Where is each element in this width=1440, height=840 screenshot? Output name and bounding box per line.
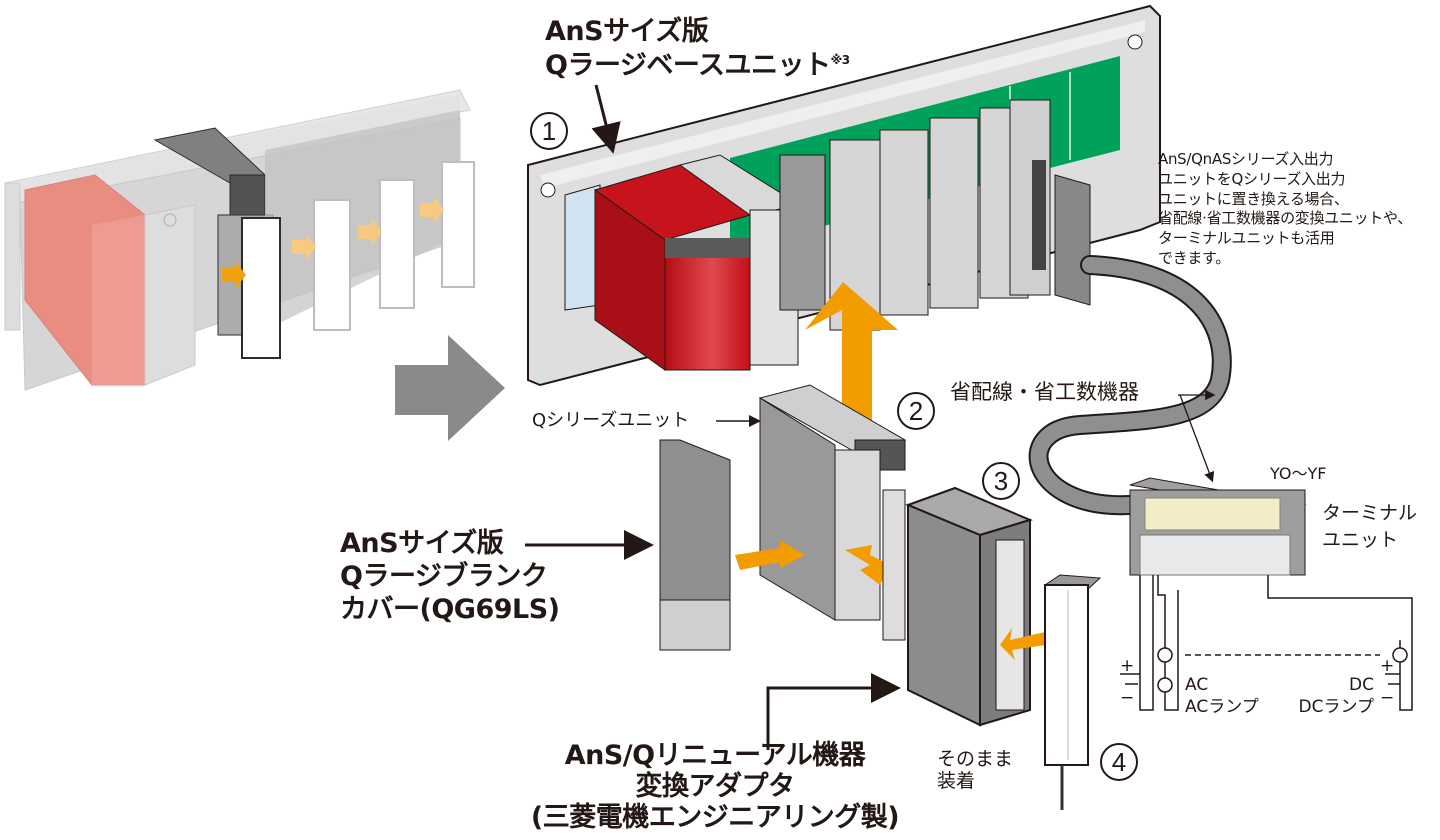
blank-cover-line2: Qラージブランク	[340, 560, 548, 592]
base-unit-label-line1: AnSサイズ版	[545, 16, 709, 47]
q-series-io-unit	[758, 384, 907, 621]
terminal-unit	[1129, 477, 1307, 576]
terminal-line1: ターミナル	[1322, 502, 1418, 524]
note-line: ターミナルユニットも活用	[1158, 229, 1335, 248]
insert-arrow-icon	[1000, 628, 1045, 660]
conversion-adapter	[905, 486, 1033, 727]
note-line: ユニットに置き換える場合、	[1158, 189, 1349, 208]
as-is-line2: 装着	[937, 770, 976, 793]
q-cpu-module	[593, 164, 752, 371]
blank-cover-line3: カバー(QG69LS)	[340, 593, 560, 625]
legacy-terminal-block	[241, 161, 475, 359]
blank-cover-line1: AnSサイズ版	[340, 528, 504, 559]
step-number-4: 4	[1100, 743, 1138, 781]
dc-lamp-text: DCランプ	[1298, 697, 1374, 718]
note-line: AnS/QnASシリーズ入出力	[1158, 150, 1334, 168]
terminal-range-label: YO〜YF	[1270, 464, 1327, 483]
note-line: 省配線·省工数機器の変換ユニットや、	[1158, 209, 1412, 228]
base-unit-label-text: Qラージベースユニット	[545, 50, 831, 81]
reused-terminal-block	[1043, 574, 1102, 810]
terminal-unit-label: ターミナルユニット	[1322, 500, 1417, 553]
transition-arrow-icon	[395, 335, 505, 441]
legacy-ans-plc	[4, 89, 475, 391]
plus-sign: +	[1380, 656, 1395, 676]
q-io-modules	[779, 99, 1051, 331]
minus-sign: −	[1120, 688, 1135, 708]
wiring-schematic	[1120, 575, 1413, 711]
ac-text: AC	[1185, 675, 1209, 695]
cable-connector	[1054, 174, 1091, 306]
step-number-2: 2	[897, 392, 935, 430]
as-is-label: そのまま装着	[937, 748, 1013, 793]
insert-arrow-icon	[735, 540, 805, 570]
plus-sign: +	[1120, 656, 1135, 676]
ac-lamp-text: ACランプ	[1185, 697, 1259, 718]
q-series-unit-label: Qシリーズユニット	[532, 410, 690, 431]
insert-arrow-icon	[845, 545, 890, 585]
note-line: できます。	[1158, 248, 1231, 267]
step-number-3: 3	[982, 462, 1020, 500]
as-is-line1: そのまま	[937, 748, 1014, 770]
adapter-plate	[882, 489, 906, 641]
wiring-saving-label: 省配線・省工数機器	[950, 380, 1139, 404]
adapter-line3: (三菱電機エンジニアリング製)	[530, 802, 900, 834]
terminal-line2: ユニット	[1322, 528, 1399, 551]
io-replacement-note: AnS/QnASシリーズ入出力ユニットをQシリーズ入出力ユニットに置き換える場合…	[1158, 150, 1412, 269]
adapter-label: AnS/Qリニューアル機器変換アダプタ(三菱電機エンジニアリング製)	[505, 740, 925, 833]
footnote-marker: ※3	[830, 53, 851, 67]
replace-up-arrow-icon	[805, 282, 898, 435]
dc-text: DC	[1349, 675, 1374, 695]
adapter-line1: AnS/Qリニューアル機器	[564, 740, 866, 771]
adapter-line2: 変換アダプタ	[635, 771, 796, 803]
q-large-blank-cover	[659, 439, 731, 651]
minus-sign: −	[1380, 688, 1395, 708]
note-line: ユニットをQシリーズ入出力	[1158, 169, 1346, 188]
base-unit-label-line2: Qラージベースユニット※3	[545, 50, 850, 82]
step-number-1: 1	[530, 112, 568, 150]
legacy-insert-arrows	[222, 197, 444, 288]
